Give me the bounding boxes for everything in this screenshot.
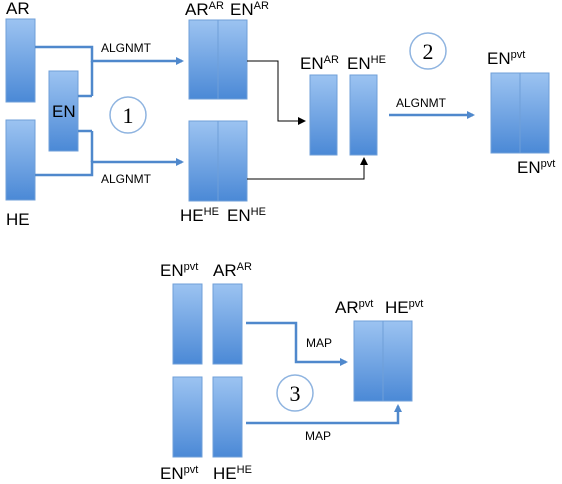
s3-en-pvt2-label: ENpvt [160,464,198,483]
en-pvt-top-label: ENpvt [487,49,525,68]
en-pvt-right-box [519,72,550,154]
he-corpus-box [5,119,36,201]
s3-en-pvt1-box [172,283,203,365]
en-corpus-box [48,70,79,152]
ar-corpus-box [5,18,36,103]
en-ar-extract-arrow [247,60,306,125]
s3-ar-ar-box [212,283,243,365]
en-he-extract-arrow [247,157,368,180]
en-ar-box [217,19,248,100]
map-bottom-arrow [246,404,402,425]
ar-label: AR [6,0,30,18]
step-1-circle [109,96,147,134]
en-pvt-left-box [490,72,521,154]
en-he-box [217,120,248,202]
step-2-number: 2 [423,39,434,64]
s3-he-he-box [212,376,243,458]
s3-en-pvt2-box [172,376,203,458]
he-he-box [188,120,219,202]
alignmt-step2-label: ALGNMT [396,96,447,110]
s3-ar-pvt-box [353,320,384,402]
step-2-circle [409,32,447,70]
map-top-label: MAP [306,336,332,350]
ar-ar-label: ARAR [185,0,224,19]
alignmt-top-arrow [35,45,184,65]
s3-en-pvt1-label: ENpvt [160,261,198,280]
mid-en-ar-label: ENAR [300,54,339,73]
alignmt-bottom-arrow [35,158,184,177]
map-top-arrow [246,321,348,366]
mid-en-ar-box [309,74,338,156]
map-bottom-label: MAP [305,429,331,443]
s3-he-pvt-label: HEpvt [385,298,423,317]
step-1-number: 1 [123,103,134,128]
step-3-number: 3 [290,381,301,406]
s3-he-he-label: HEHE [213,464,252,483]
en-ar-label: ENAR [230,0,269,19]
mid-en-he-label: ENHE [347,54,386,73]
alignmt-bottom-label: ALGNMT [101,172,152,186]
s3-ar-ar-label: ARAR [213,261,252,280]
en-label: EN [52,102,76,121]
en-he-label: ENHE [227,206,266,225]
mid-en-he-box [349,74,378,156]
alignmt-top-label: ALGNMT [101,41,152,55]
he-label: HE [6,210,30,229]
s3-he-pvt-box [382,320,413,402]
en-pvt-bottom-label: ENpvt [517,158,555,177]
s3-ar-pvt-label: ARpvt [335,298,373,317]
ar-ar-box [188,19,219,100]
step-3-circle [276,374,314,412]
he-he-label: HEHE [180,206,219,225]
